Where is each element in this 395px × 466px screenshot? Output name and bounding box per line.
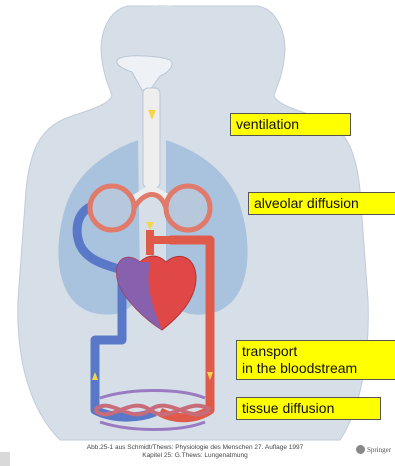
springer-logo-icon	[356, 445, 365, 454]
figure-caption: Abb.25-1 aus Schmidt/Thews: Physiologie …	[70, 444, 320, 460]
label-tissue-diffusion: tissue diffusion	[236, 397, 381, 420]
label-ventilation: ventilation	[230, 113, 351, 136]
publisher-name: Springer	[367, 446, 391, 454]
label-transport-line2: in the bloodstream	[242, 360, 392, 377]
trachea	[143, 88, 160, 188]
caption-line1: Abb.25-1 aus Schmidt/Thews: Physiologie …	[70, 444, 320, 452]
caption-line2: Kapitel 25: G.Thews: Lungenatmung	[70, 452, 320, 460]
right-alveolus-ring	[166, 186, 210, 230]
label-transport: transport in the bloodstream	[236, 340, 395, 380]
corner-mark	[0, 452, 10, 466]
label-transport-line1: transport	[242, 343, 392, 360]
head-shape	[112, 5, 212, 105]
label-alveolar-diffusion: alveolar diffusion	[248, 192, 395, 215]
left-alveolus-ring	[90, 186, 134, 230]
publisher-logo: Springer	[356, 445, 391, 454]
